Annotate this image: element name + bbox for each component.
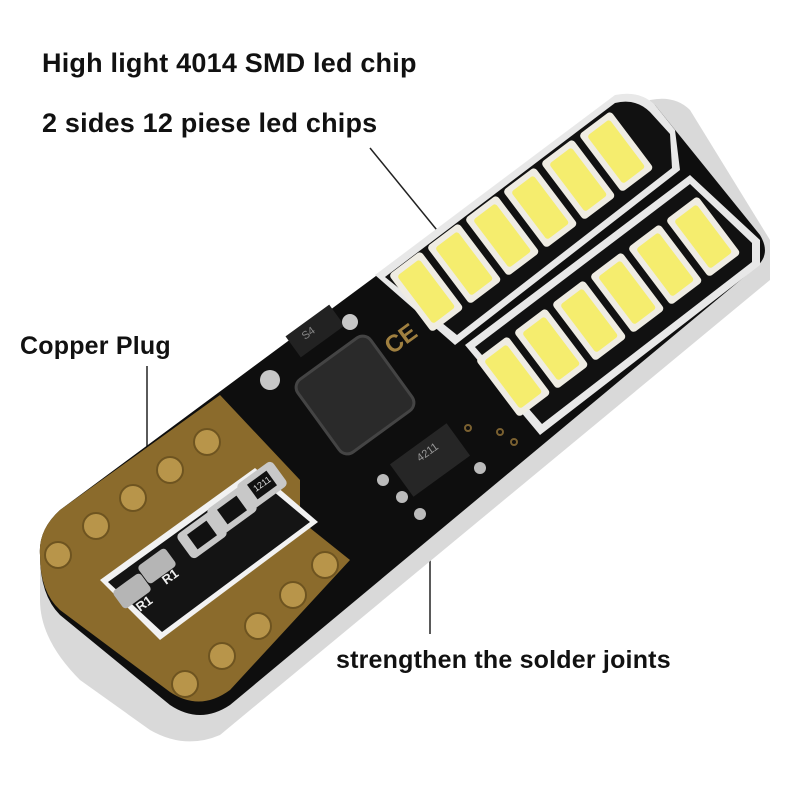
led-row-2 <box>477 197 740 416</box>
copper-pads <box>44 428 339 698</box>
vias <box>464 424 518 446</box>
headline-label: High light 4014 SMD led chip <box>42 48 417 78</box>
regulator-4211: 4211 <box>377 423 486 520</box>
callout-line-led <box>369 147 446 241</box>
bulb-body <box>39 98 770 742</box>
resistors: R1 R1 1211 <box>113 461 287 614</box>
solder-joints-label: strengthen the solder joints <box>336 646 671 674</box>
copper-plug-label: Copper Plug <box>20 332 171 360</box>
led-count-label: 2 sides 12 piese led chips <box>42 108 378 138</box>
led-row-1 <box>390 112 653 331</box>
diode-s4: S4 <box>260 304 358 390</box>
inductor-chip <box>294 334 416 456</box>
